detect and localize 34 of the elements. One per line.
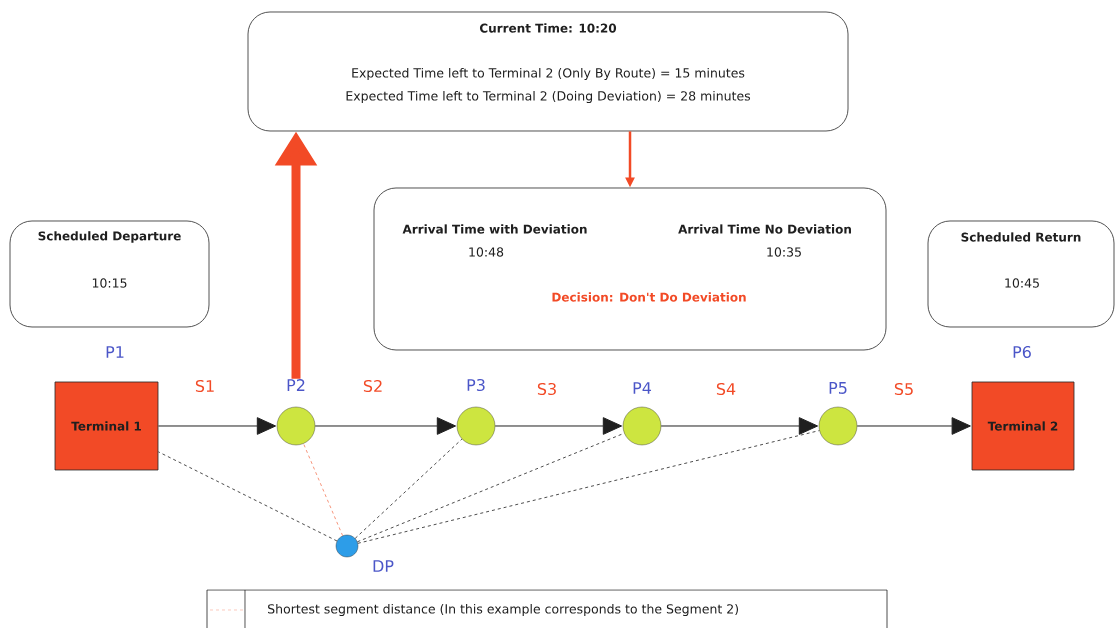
arrow	[660, 417, 819, 435]
stop-circle	[622, 406, 662, 446]
arrow	[314, 417, 457, 435]
segment-label: S1	[195, 379, 214, 393]
dashed-line	[357, 432, 625, 543]
terminal-box: Terminal 2	[971, 381, 1075, 471]
arrow	[494, 417, 623, 435]
segment-label: S3	[537, 382, 556, 396]
info-box: Scheduled Departure 10:15	[9, 220, 210, 328]
stop-circle	[276, 406, 316, 446]
info-box: Scheduled Return 10:45	[927, 220, 1115, 328]
legend-text: Shortest segment distance (In this example corresponds to the Segment 2)	[268, 603, 738, 617]
point-label: P6	[1013, 345, 1031, 359]
stop-circle	[818, 406, 858, 446]
dashed-line	[354, 438, 463, 539]
segment-label: S2	[363, 379, 382, 393]
arrow	[157, 417, 277, 435]
point-label: P5	[829, 382, 847, 394]
deviation-point	[335, 534, 359, 558]
info-box: Current Time: 10:20 Expected Time left to Terminal 2 (Only By Route) = 15 minutes Expected Time left to Terminal 2 (Doing Deviation) = 28 minutes	[247, 11, 849, 132]
dashed-line	[158, 451, 338, 542]
terminal-box: Terminal 1	[54, 381, 159, 471]
dashed-line	[357, 430, 820, 544]
point-label: DP	[373, 560, 394, 572]
segment-label: S5	[894, 382, 913, 396]
point-label: P1	[106, 346, 124, 358]
stop-circle	[456, 406, 496, 446]
segment-label: S4	[716, 382, 736, 396]
info-box: Arrival Time with Deviation 10:48 Arrival Time No Deviation 10:35 Decision: Don't Do Deviation	[373, 187, 887, 351]
point-label: P4	[633, 382, 652, 394]
point-label: P3	[467, 378, 485, 392]
point-label: P2	[287, 379, 305, 391]
arrow	[856, 417, 971, 435]
dashed-line	[303, 443, 344, 537]
